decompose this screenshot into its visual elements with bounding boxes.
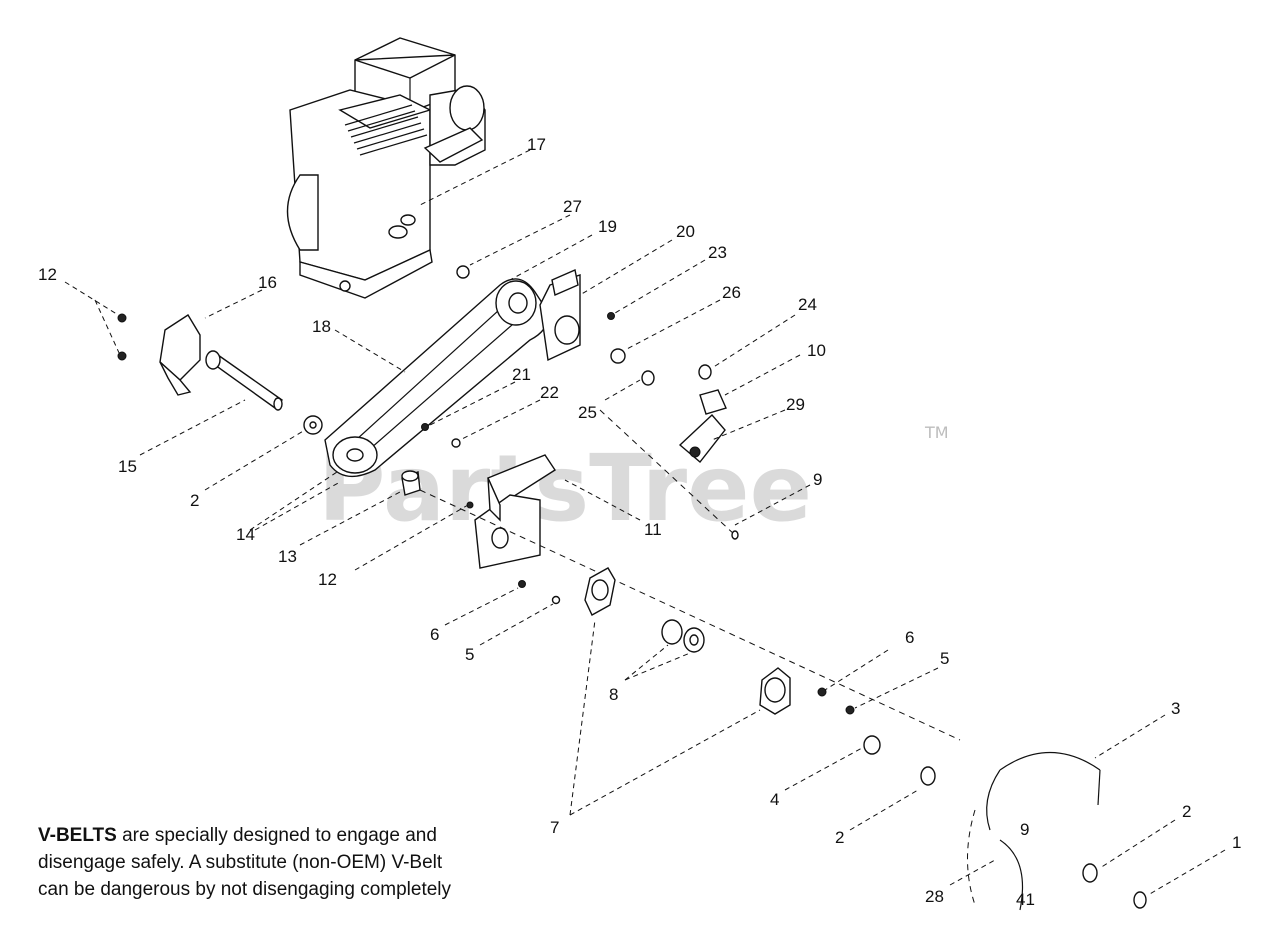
v-belt-18 (324, 278, 549, 478)
notice-line-3: can be dangerous by not disengaging comp… (38, 879, 452, 900)
pulley-19 (495, 280, 537, 326)
callout-5-left: 5 (465, 645, 474, 664)
callout-2-right: 2 (1182, 802, 1191, 821)
svg-text:41: 41 (1016, 890, 1035, 909)
callout-2-mid: 2 (835, 828, 844, 847)
callout-14: 14 (236, 525, 255, 544)
spacer-13 (401, 470, 421, 496)
rod-9 (599, 409, 739, 540)
callout-19: 19 (598, 217, 617, 236)
callout-27: 27 (563, 197, 582, 216)
callout-6-left: 6 (430, 625, 439, 644)
watermark-text: PartsTree (318, 435, 812, 542)
callout-15: 15 (118, 457, 137, 476)
callout-28: 28 (925, 887, 944, 906)
callout-16: 16 (258, 273, 277, 292)
callout-24: 24 (798, 295, 817, 314)
guard-bracket-16 (117, 313, 201, 396)
callout-7: 7 (550, 818, 559, 837)
callout-21: 21 (512, 365, 531, 384)
callout-18: 18 (312, 317, 331, 336)
callout-12-mid: 12 (318, 570, 337, 589)
bushings-8 (661, 619, 705, 653)
callout-12-top: 12 (38, 265, 57, 284)
v-belt-safety-notice: V-BELTS are specially designed to engage… (38, 822, 558, 903)
callout-26: 26 (722, 283, 741, 302)
leader-lines (64, 149, 1226, 896)
callout-6-right: 6 (905, 628, 914, 647)
shaft-15 (205, 350, 284, 411)
callout-13: 13 (278, 547, 297, 566)
callout-5-right: 5 (940, 649, 949, 668)
callout-3: 3 (1171, 699, 1180, 718)
callout-25: 25 (578, 403, 597, 422)
svg-text:9: 9 (1020, 820, 1029, 839)
callout-11: 11 (644, 520, 662, 539)
tine-assembly-3-28: 9 41 (967, 752, 1147, 911)
callout-10: 10 (807, 341, 826, 360)
notice-line-1-text: are specially designed to engage and (116, 825, 437, 846)
callout-23: 23 (708, 243, 727, 262)
bearing-flange-7 (584, 567, 791, 715)
idler-bracket-20 (539, 269, 581, 362)
callout-9: 9 (813, 470, 822, 489)
watermark-trademark: TM (924, 423, 949, 442)
callout-2-left: 2 (190, 491, 199, 510)
callout-8: 8 (609, 685, 618, 704)
callout-4: 4 (770, 790, 779, 809)
fasteners-5-6-4 (518, 580, 936, 786)
engine-drawing (286, 37, 486, 299)
bracket-plate-11 (466, 454, 556, 569)
callout-17: 17 (527, 135, 546, 154)
callout-labels: 17 27 19 20 23 26 24 10 29 9 11 21 22 25… (38, 135, 1241, 906)
callout-20: 20 (676, 222, 695, 241)
notice-line-2: disengage safely. A substitute (non-OEM)… (38, 852, 443, 873)
hardware-small-parts (303, 265, 727, 448)
callout-1: 1 (1232, 833, 1241, 852)
callout-29: 29 (786, 395, 805, 414)
callout-22: 22 (540, 383, 559, 402)
notice-line-1: V-BELTS are specially designed to engage… (38, 822, 558, 849)
axle-centerline (419, 489, 961, 741)
lever-29 (678, 413, 726, 464)
notice-bold-term: V-BELTS (38, 825, 117, 846)
